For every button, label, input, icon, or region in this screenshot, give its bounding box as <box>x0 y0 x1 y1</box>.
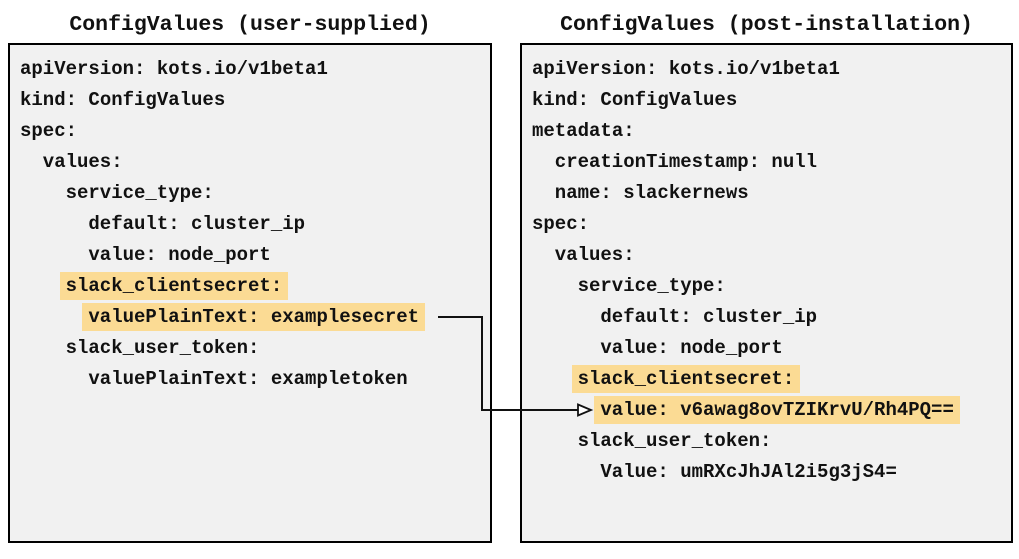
yaml-line: default: cluster_ip <box>532 302 1011 333</box>
yaml-line: service_type: <box>532 271 1011 302</box>
yaml-text: service_type: <box>577 275 726 297</box>
yaml-text: kind: ConfigValues <box>20 89 226 111</box>
yaml-text: valuePlainText: exampletoken <box>88 368 408 390</box>
yaml-line: values: <box>20 147 490 178</box>
yaml-text: spec: <box>20 120 78 142</box>
config-values-post-installation-panel: apiVersion: kots.io/v1beta1 kind: Config… <box>520 43 1013 543</box>
yaml-line: spec: <box>20 116 490 147</box>
yaml-line: name: slackernews <box>532 178 1011 209</box>
yaml-line: value: node_port <box>20 240 490 271</box>
yaml-line: values: <box>532 240 1011 271</box>
yaml-text: value: node_port <box>600 337 783 359</box>
highlighted-yaml-text: slack_clientsecret: <box>59 272 289 300</box>
yaml-line-highlighted: valuePlainText: examplesecret <box>20 302 490 333</box>
yaml-text: slack_user_token: <box>65 337 260 359</box>
yaml-line-highlighted: value: v6awag8ovTZIKrvU/Rh4PQ== <box>532 395 1011 426</box>
yaml-line: kind: ConfigValues <box>532 85 1011 116</box>
yaml-text: default: cluster_ip <box>88 213 306 235</box>
right-panel-title: ConfigValues (post-installation) <box>560 13 973 37</box>
yaml-text: metadata: <box>532 120 635 142</box>
yaml-text: slack_user_token: <box>577 430 772 452</box>
yaml-line: service_type: <box>20 178 490 209</box>
yaml-line: apiVersion: kots.io/v1beta1 <box>20 54 490 85</box>
config-values-user-supplied-panel: apiVersion: kots.io/v1beta1 kind: Config… <box>8 43 492 543</box>
left-panel-title: ConfigValues (user-supplied) <box>69 13 431 37</box>
yaml-text: kind: ConfigValues <box>532 89 738 111</box>
yaml-line-highlighted: slack_clientsecret: <box>532 364 1011 395</box>
yaml-line: slack_user_token: <box>532 426 1011 457</box>
yaml-text: service_type: <box>65 182 214 204</box>
yaml-line: slack_user_token: <box>20 333 490 364</box>
yaml-text: name: slackernews <box>554 182 749 204</box>
yaml-text: default: cluster_ip <box>600 306 818 328</box>
yaml-line: creationTimestamp: null <box>532 147 1011 178</box>
yaml-line-highlighted: slack_clientsecret: <box>20 271 490 302</box>
yaml-text: Value: umRXcJhJAl2i5g3jS4= <box>600 461 897 483</box>
highlighted-yaml-text: valuePlainText: examplesecret <box>82 303 426 331</box>
highlighted-yaml-text: slack_clientsecret: <box>571 365 801 393</box>
yaml-text: value: node_port <box>88 244 271 266</box>
yaml-line: value: node_port <box>532 333 1011 364</box>
yaml-line: apiVersion: kots.io/v1beta1 <box>532 54 1011 85</box>
yaml-line: valuePlainText: exampletoken <box>20 364 490 395</box>
yaml-line: Value: umRXcJhJAl2i5g3jS4= <box>532 457 1011 488</box>
yaml-line: spec: <box>532 209 1011 240</box>
yaml-line: default: cluster_ip <box>20 209 490 240</box>
yaml-line: kind: ConfigValues <box>20 85 490 116</box>
yaml-line: metadata: <box>532 116 1011 147</box>
yaml-text: values: <box>42 151 123 173</box>
yaml-text: spec: <box>532 213 590 235</box>
yaml-text: apiVersion: kots.io/v1beta1 <box>532 58 840 80</box>
yaml-text: creationTimestamp: null <box>554 151 818 173</box>
yaml-text: apiVersion: kots.io/v1beta1 <box>20 58 328 80</box>
highlighted-yaml-text: value: v6awag8ovTZIKrvU/Rh4PQ== <box>594 396 960 424</box>
yaml-text: values: <box>554 244 635 266</box>
